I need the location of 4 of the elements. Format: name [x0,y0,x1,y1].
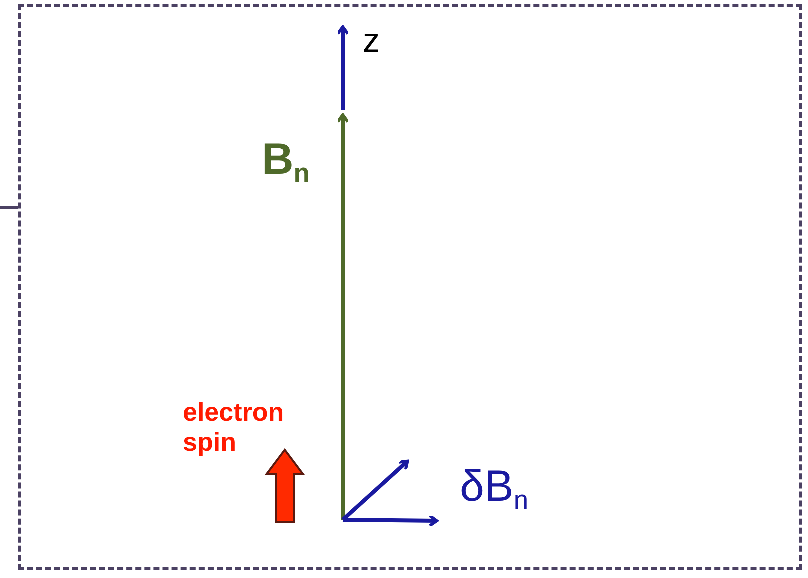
field-label: δB$_{n}$ [460,462,529,516]
field-label: B$_{n}$ [262,135,310,188]
axis-label: z [363,22,380,62]
spin-label: electron spin [183,398,286,458]
